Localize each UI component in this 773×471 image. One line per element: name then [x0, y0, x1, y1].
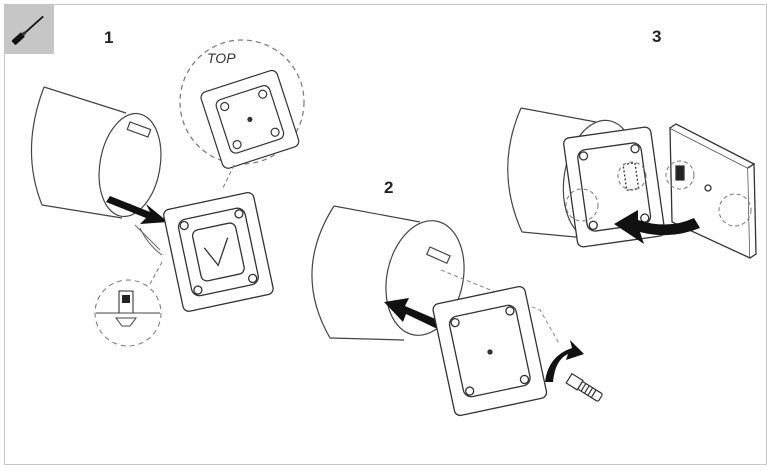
terminal-leader [149, 261, 163, 285]
screwdriver-icon [11, 15, 44, 45]
step3-cover-plate [669, 123, 757, 260]
step1-terminal-callout [94, 279, 162, 347]
step1-callout-top: TOP [179, 39, 305, 169]
step3-rotate-arrow [614, 210, 700, 244]
step1-wire [134, 224, 163, 256]
step3-detail-callouts [565, 160, 752, 227]
screwdriver-badge [4, 4, 54, 54]
top-label: TOP [207, 50, 236, 66]
step-2-number: 2 [384, 178, 394, 197]
step3-mechanism [563, 126, 666, 248]
step1-wall-box [30, 86, 162, 219]
step2-mechanism [432, 285, 548, 417]
step2-screw [565, 372, 603, 402]
step1-mechanism [163, 191, 274, 312]
step-1-number: 1 [104, 28, 114, 47]
step1-insert-arrow [106, 196, 168, 224]
step2-rotate-arrow [545, 340, 584, 382]
step-3-number: 3 [652, 27, 662, 46]
callout-leader [221, 164, 235, 191]
step2-insert-arrow [384, 298, 452, 334]
